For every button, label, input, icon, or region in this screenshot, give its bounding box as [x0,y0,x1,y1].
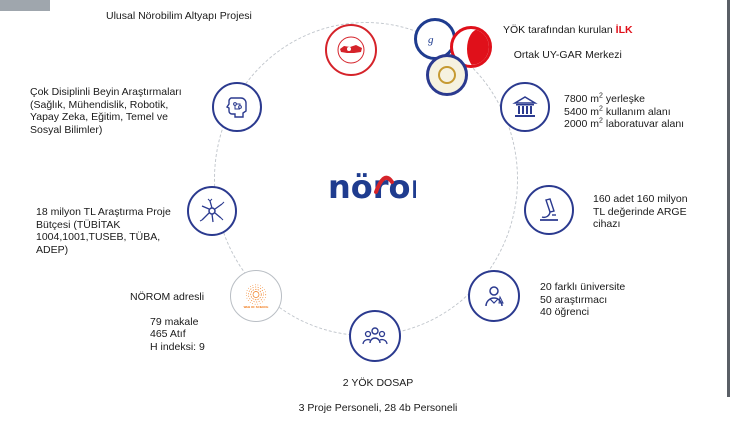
neuron-icon [199,198,225,223]
university-logo-gold [426,54,468,96]
microscope-icon [540,198,558,221]
label-yok-line2: Ortak UY-GAR Merkezi [513,48,622,61]
government-logo [325,24,377,76]
svg-text:g: g [428,34,434,46]
web-of-science-node: WEB OF SCIENCE [230,270,282,322]
people-group-icon [362,327,388,345]
label-multidisciplinary: Çok Disiplinli Beyin Araştırmaları (Sağl… [30,86,182,136]
researcher-node [468,270,520,322]
norom-logo-text: nörom [328,168,416,206]
label-yok-prefix: YÖK tarafından kurulan [503,23,616,36]
researcher-icon [485,286,504,307]
area-line-1: 7800 m2 yerleşke [564,92,645,106]
web-of-science-logo: WEB OF SCIENCE [244,284,269,309]
label-yok-highlight: İLK [615,23,633,36]
turkish-flag-map-icon [337,36,365,64]
norom-logo: nörom [326,168,444,213]
area-line-2: 5400 m2 kullanım alanı [564,105,671,118]
microscope-node [524,185,574,235]
label-bottom-1: 2 YÖK DOSAP [342,376,414,389]
museum-node [500,82,550,132]
people-group-node [349,310,401,362]
brain-ai-node [212,82,262,132]
label-publications: NÖROM adresli 79 makale 465 Atıf H indek… [130,278,205,366]
label-researchers: 20 farklı üniversite 50 araştırmacı 40 ö… [540,281,626,318]
label-bottom-2: 3 Proje Personeli, 28 4b Personeli [298,401,458,414]
university-logos: g [412,14,498,98]
label-equipment: 160 adet 160 milyon TL değerinde ARGE ci… [593,193,688,230]
area-line-3: 2000 m2 laboratuvar alanı [564,117,685,131]
neuron-node [187,186,237,236]
top-left-bar [0,0,50,11]
label-bottom: 2 YÖK DOSAP 3 Proje Personeli, 28 4b Per… [280,364,476,427]
label-publications-lines: 79 makale 465 Atıf H indeksi: 9 [150,315,205,353]
label-top: Ulusal Nörobilim Altyapı Projesi [106,10,252,22]
label-publications-title: NÖROM adresli [130,290,205,303]
brain-ai-icon [225,97,247,118]
svg-text:WEB OF SCIENCE: WEB OF SCIENCE [244,305,269,309]
right-edge-bar [727,0,730,397]
label-budget: 18 milyon TL Araştırma Proje Bütçesi (TÜ… [36,206,171,256]
museum-building-icon [512,96,538,117]
label-area: 7800 m2 yerleşke 5400 m2 kullanım alanı … [564,93,684,131]
label-yok: YÖK tarafından kurulan İLK Ortak UY-GAR … [503,11,633,61]
